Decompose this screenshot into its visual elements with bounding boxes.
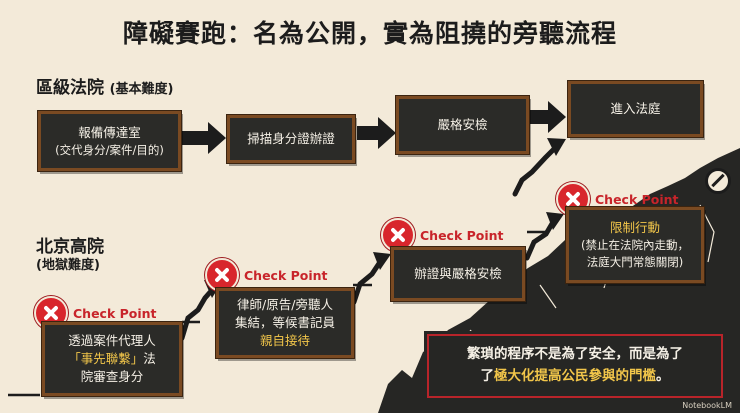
checkpoint-label: Check Point: [244, 267, 328, 283]
step-text: 報備傳達室: [78, 124, 141, 140]
district-section-label: 區級法院 (基本難度): [36, 78, 173, 99]
watermark: NotebookLM: [682, 401, 732, 410]
step-subtext: (交代身分/案件/目的): [55, 142, 164, 157]
district-step-4: 進入法庭: [568, 81, 703, 137]
no-entry-icon: [705, 168, 731, 194]
step-text: 律師/原告/旁聽人: [237, 296, 333, 312]
step-text-line-3: 法庭大門常態關閉): [586, 255, 684, 270]
district-step-2: 掃描身分證辦證: [227, 115, 355, 163]
arrow-right-icon: [530, 101, 566, 133]
beijing-step-1: 透過案件代理人 「事先聯繫」法 院審查身分: [42, 322, 182, 396]
conclusion-line-1: 繁瑣的程序不是為了安全，而是為了: [467, 346, 683, 363]
step-text-line-2: 「事先聯繫」法: [68, 350, 156, 368]
checkpoint-label: Check Point: [420, 227, 504, 243]
page-title: 障礙賽跑：名為公開，實為阻撓的旁聽流程: [122, 19, 617, 48]
arrow-right-icon: [182, 122, 226, 154]
arrow-up-right-icon: [373, 252, 391, 270]
conclusion-prefix: 了: [480, 368, 495, 384]
checkpoint-label: Check Point: [595, 191, 679, 207]
conclusion-line-2: 了極大化提高公民參與的門檻。: [429, 366, 721, 388]
district-arrows: [182, 101, 566, 154]
arrow-up-right-icon: [546, 212, 564, 230]
conclusion-suffix: 。: [656, 368, 670, 384]
conclusion-highlight: 極大化提高公民參與的門檻: [494, 368, 656, 384]
step-text-line-2: (禁止在法院內走動，: [581, 238, 689, 253]
stairs-line: [8, 230, 548, 397]
conclusion-box: 繁瑣的程序不是為了安全，而是為了 了極大化提高公民參與的門檻。: [427, 334, 723, 398]
district-subheading: (基本難度): [109, 82, 174, 97]
beijing-subheading: (地獄難度): [36, 258, 100, 274]
step-text: 進入法庭: [610, 100, 661, 116]
beijing-step-4: 限制行動 (禁止在法院內走動， 法庭大門常態關閉): [566, 207, 704, 283]
district-step-1: 報備傳達室 (交代身分/案件/目的): [38, 111, 181, 171]
step-highlight: 親自接待: [259, 333, 310, 349]
district-step-3: 嚴格安檢: [396, 96, 529, 154]
x-circle-icon: [205, 258, 239, 292]
step-text-line-3: 院審查身分: [80, 369, 144, 385]
step-text: 透過案件代理人: [68, 332, 156, 348]
district-heading: 區級法院: [36, 78, 104, 98]
beijing-step-2: 律師/原告/旁聽人 集結，等候書記員 親自接待: [216, 288, 354, 358]
step-highlight: 「事先聯繫」: [68, 350, 144, 366]
beijing-arrows: [179, 145, 558, 341]
step-text: 辦證與嚴格安檢: [414, 265, 502, 281]
checkpoint-label: Check Point: [73, 305, 157, 321]
checkpoint-marker: Check Point: [205, 258, 328, 292]
beijing-step-3: 辦證與嚴格安檢: [391, 247, 525, 301]
checkpoint-marker: Check Point: [381, 218, 504, 252]
step-highlight: 限制行動: [609, 220, 660, 236]
beijing-section-label: 北京高院 (地獄難度): [36, 237, 104, 275]
beijing-heading: 北京高院: [36, 237, 104, 257]
step-text-line-2: 集結，等候書記員: [234, 314, 335, 330]
step-text-rest: 法: [143, 350, 156, 366]
arrow-up-right-icon: [547, 138, 566, 156]
step-text: 掃描身分證辦證: [247, 130, 335, 146]
arrow-right-icon: [357, 117, 396, 149]
step-text: 嚴格安檢: [437, 116, 488, 132]
x-circle-icon: [381, 218, 415, 252]
